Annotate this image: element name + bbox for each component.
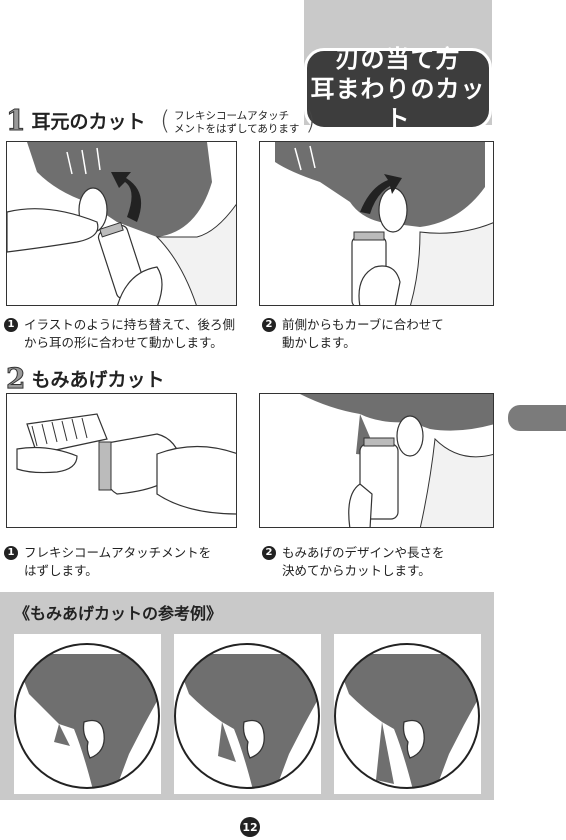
reference-title: 《もみあげカットの参考例》 xyxy=(14,604,223,623)
side-index-tab xyxy=(508,405,566,431)
section1-heading: 1 耳元のカット xyxy=(5,104,146,138)
section1-step2-line1: 前側からもカーブに合わせて xyxy=(282,317,444,332)
illustration-sideburn-cut xyxy=(259,393,494,528)
step-number-badge: 2 xyxy=(262,546,276,560)
section1-note: フレキシコームアタッチ メントをはずしてあります xyxy=(160,106,316,136)
section2-step1: 1 フレキシコームアタッチメントを はずします。 xyxy=(4,544,249,580)
header-title-line2: 耳まわりのカット xyxy=(310,75,486,133)
section2-step1-line1: フレキシコームアタッチメントを xyxy=(24,545,212,560)
header-badge: 刃の当て方 耳まわりのカット xyxy=(304,45,492,133)
section2-step2-line1: もみあげのデザインや長さを xyxy=(282,545,445,560)
section1-step2-line2: 動かします。 xyxy=(282,335,356,350)
section2-number: 2 xyxy=(5,362,26,396)
section2-heading: 2 もみあげカット xyxy=(5,362,165,396)
illustration-ear-front xyxy=(259,141,494,306)
reference-example-1 xyxy=(14,634,161,794)
reference-example-2 xyxy=(174,634,321,794)
section1-step1-line1: イラストのように持ち替えて、後ろ側 xyxy=(24,317,236,332)
section1-title: 耳元のカット xyxy=(31,111,146,133)
reference-example-3 xyxy=(334,634,481,794)
section1-note-line2: メントをはずしてあります xyxy=(174,123,300,135)
illustration-remove-attachment xyxy=(6,393,237,528)
section1-step1-line2: から耳の形に合わせて動かします。 xyxy=(24,335,223,350)
section2-step2-line2: 決めてからカットします。 xyxy=(282,563,431,578)
section1-step2: 2 前側からもカーブに合わせて 動かします。 xyxy=(262,316,494,352)
step-number-badge: 2 xyxy=(262,318,276,332)
curved-arrow-icon xyxy=(360,174,402,214)
illustration-ear-back xyxy=(6,141,237,306)
section1-step1: 1 イラストのように持ち替えて、後ろ側 から耳の形に合わせて動かします。 xyxy=(4,316,249,352)
page-number: 12 xyxy=(240,817,260,837)
section2-step2: 2 もみあげのデザインや長さを 決めてからカットします。 xyxy=(262,544,494,580)
ear-icon xyxy=(82,719,105,759)
section1-note-line1: フレキシコームアタッチ xyxy=(174,110,290,122)
step-number-badge: 1 xyxy=(4,546,18,560)
ear-icon xyxy=(396,415,424,457)
comb-attachment-icon xyxy=(26,413,108,455)
step-number-badge: 1 xyxy=(4,318,18,332)
ear-icon xyxy=(242,719,265,759)
curved-arrow-icon xyxy=(111,172,142,222)
section2-step1-line2: はずします。 xyxy=(24,563,98,578)
section2-title: もみあげカット xyxy=(31,369,165,391)
ear-icon xyxy=(402,719,425,759)
header-title-line1: 刃の当て方 xyxy=(335,45,461,73)
section1-number: 1 xyxy=(5,104,26,138)
